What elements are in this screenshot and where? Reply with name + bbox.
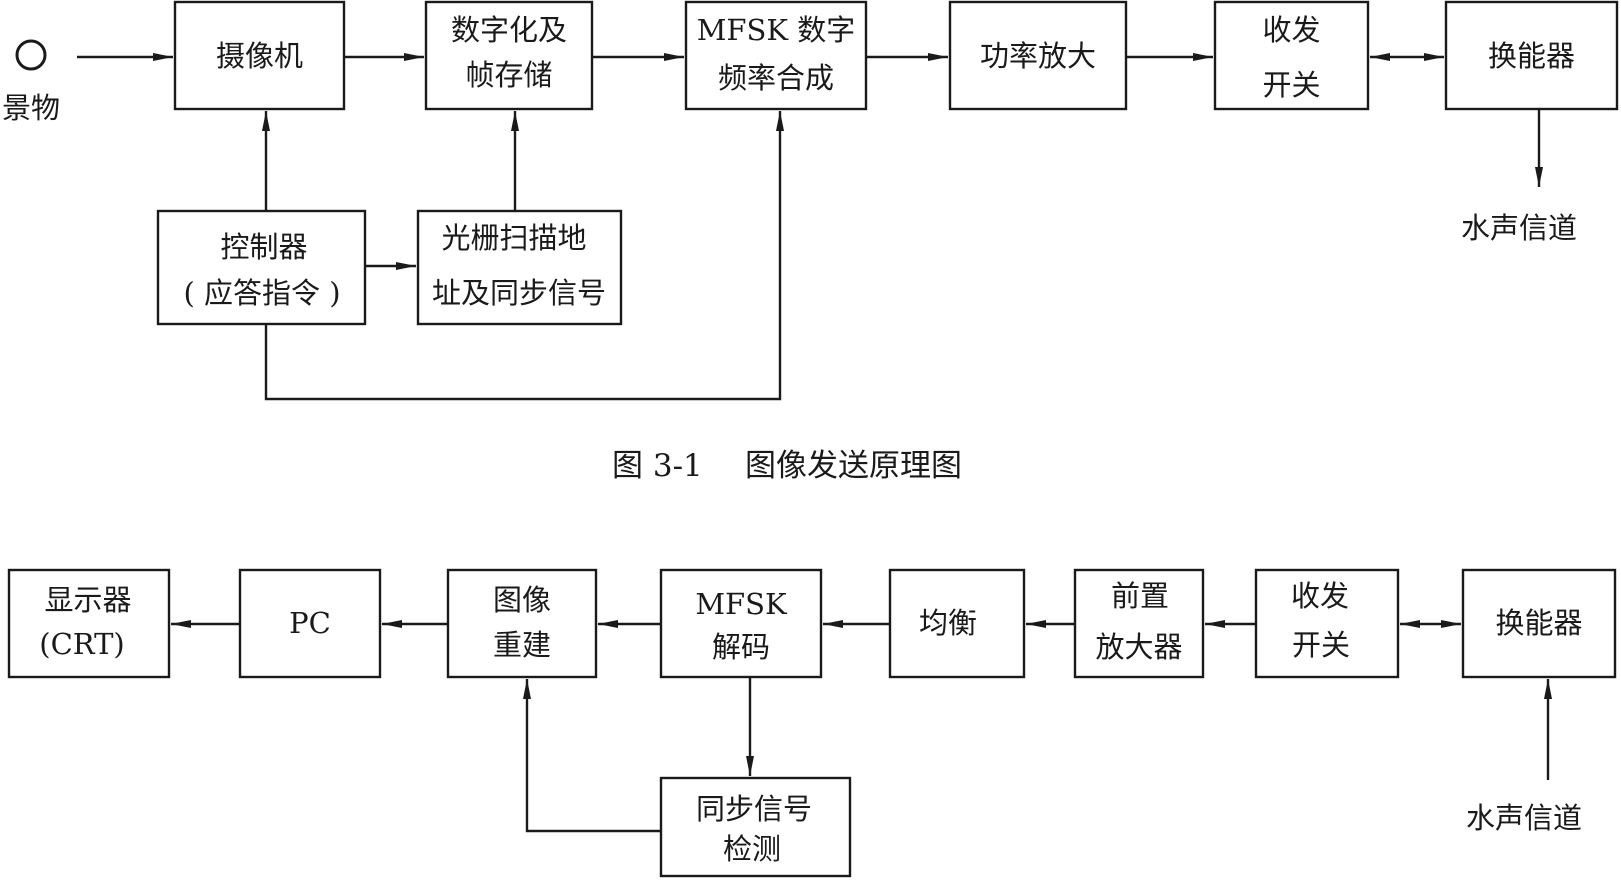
pc-label: PC bbox=[289, 606, 331, 640]
power-amplifier-label: 功率放大 bbox=[980, 39, 1096, 73]
raster-scan-label-line2: 址及同步信号 bbox=[432, 276, 606, 310]
mfsk-decode-label-line1: MFSK bbox=[695, 587, 788, 621]
power-amplifier-block: 功率放大 bbox=[948, 0, 1128, 111]
preamp-label-line2: 放大器 bbox=[1095, 630, 1182, 664]
pc-block: PC bbox=[238, 568, 382, 679]
raster-scan-label-line1: 光栅扫描地 bbox=[441, 221, 586, 255]
sync-detect-block: 同步信号 检测 bbox=[659, 776, 852, 878]
controller-block: 控制器 ( 应答指令 ) bbox=[156, 209, 367, 326]
display-label-line2: (CRT) bbox=[39, 627, 125, 661]
tx-tr-switch-block: 收发 开关 bbox=[1213, 0, 1370, 111]
mfsk-decode-label-line2: 解码 bbox=[712, 630, 770, 664]
preamp-label-line1: 前置 bbox=[1111, 579, 1169, 613]
tx-tr-switch-label-line2: 开关 bbox=[1262, 68, 1320, 102]
tx-tr-switch-label-line1: 收发 bbox=[1262, 13, 1320, 47]
mfsk-synthesis-label-line2: 频率合成 bbox=[718, 61, 834, 95]
mfsk-synthesis-label-line1: MFSK 数字 bbox=[697, 13, 856, 47]
sync-detect-label-line2: 检测 bbox=[723, 832, 781, 866]
rx-tr-switch-block: 收发 开关 bbox=[1254, 568, 1400, 679]
sync-detect-label-line1: 同步信号 bbox=[696, 792, 812, 826]
digitizer-label-line2: 帧存储 bbox=[465, 58, 552, 92]
digitizer-label-line1: 数字化及 bbox=[451, 13, 567, 47]
equalizer-block: 均衡 bbox=[888, 568, 1026, 679]
rx-channel-label: 水声信道 bbox=[1466, 801, 1582, 835]
camera-block: 摄像机 bbox=[173, 0, 346, 111]
tx-channel-label: 水声信道 bbox=[1461, 211, 1577, 245]
camera-label: 摄像机 bbox=[216, 39, 303, 73]
tx-transducer-block: 换能器 bbox=[1444, 0, 1619, 111]
raster-scan-block: 光栅扫描地 址及同步信号 bbox=[416, 209, 623, 326]
rx-transducer-block: 换能器 bbox=[1461, 568, 1617, 679]
display-label-line1: 显示器 bbox=[44, 583, 131, 617]
preamplifier-block: 前置 放大器 bbox=[1073, 568, 1205, 679]
display-crt-block: 显示器 (CRT) bbox=[7, 568, 171, 679]
transmitter-diagram: 景物 摄像机 数字化及 帧存储 MFSK 数字 频率合成 功率放大 收发 开关 bbox=[2, 0, 1619, 401]
rx-tr-switch-label-line2: 开关 bbox=[1292, 628, 1350, 662]
controller-label-line1: 控制器 bbox=[220, 230, 307, 264]
mfsk-synthesis-block: MFSK 数字 频率合成 bbox=[684, 0, 868, 111]
rx-tr-switch-label-line1: 收发 bbox=[1291, 579, 1349, 613]
reconstruct-label-line1: 图像 bbox=[493, 583, 551, 617]
caption-title: 图像发送原理图 bbox=[745, 448, 962, 484]
controller-to-mfsk-arrow bbox=[264, 111, 784, 401]
digitizer-frame-store-block: 数字化及 帧存储 bbox=[424, 0, 594, 111]
rx-transducer-label: 换能器 bbox=[1495, 606, 1582, 640]
equalizer-label: 均衡 bbox=[919, 606, 977, 640]
mfsk-decode-block: MFSK 解码 bbox=[659, 568, 823, 679]
figure-caption: 图 3-1 图像发送原理图 bbox=[612, 448, 962, 484]
image-reconstruct-block: 图像 重建 bbox=[446, 568, 598, 679]
reconstruct-label-line2: 重建 bbox=[493, 628, 551, 662]
receiver-diagram: 显示器 (CRT) PC 图像 重建 MFSK 解码 均衡 前置 放大器 bbox=[7, 568, 1617, 878]
controller-label-line2: ( 应答指令 ) bbox=[183, 276, 340, 310]
caption-number: 图 3-1 bbox=[612, 448, 703, 484]
sync-detect-to-reconstruct-arrow bbox=[523, 679, 661, 833]
scene-source-icon bbox=[15, 39, 47, 71]
tx-transducer-label: 换能器 bbox=[1488, 39, 1575, 73]
scene-label: 景物 bbox=[2, 91, 60, 125]
